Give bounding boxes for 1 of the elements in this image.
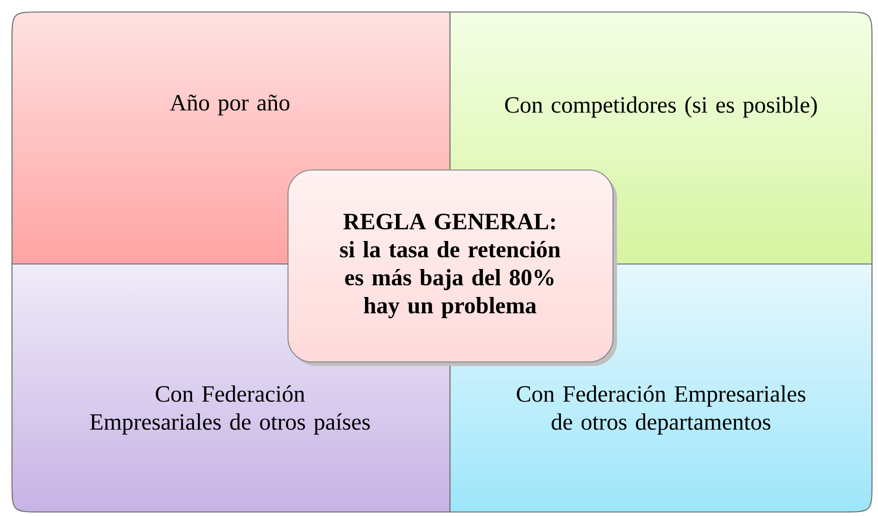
rule-box: REGLA GENERAL: si la tasa de retención es más baja del 80% hay un problema <box>287 169 617 366</box>
